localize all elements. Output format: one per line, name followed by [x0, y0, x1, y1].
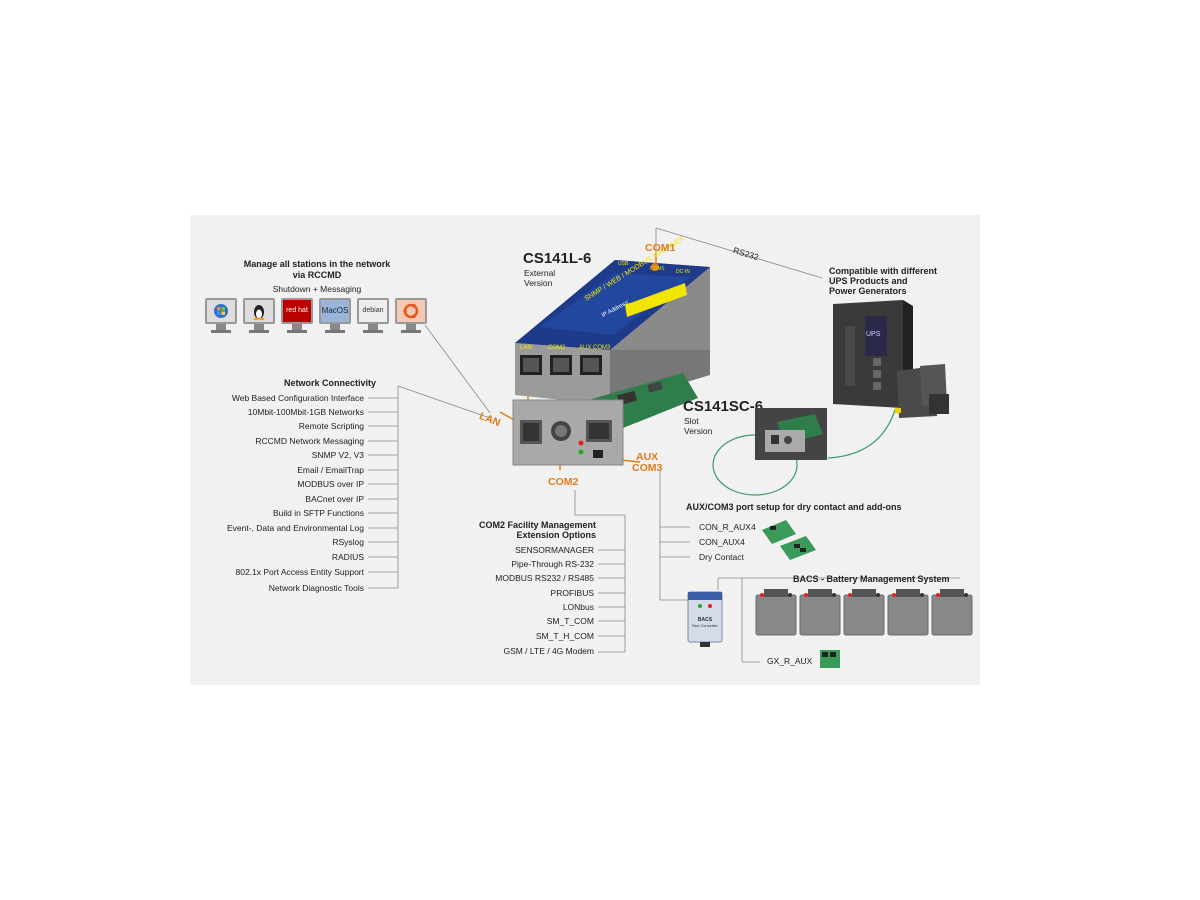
slot-device-line2: Version [684, 426, 713, 436]
device-port-aux: AUX COM3 [579, 345, 611, 351]
aux-bracket [659, 470, 690, 601]
network-item: Web Based Configuration Interface [231, 393, 364, 403]
com2-item: LONbus [562, 602, 594, 612]
external-device-line1: External [524, 268, 556, 278]
com2-bracket [574, 490, 626, 653]
rccmd-title-line1: Manage all stations in the network [243, 259, 391, 269]
aux-label: AUX [636, 451, 659, 463]
gx-aux-module [820, 650, 840, 668]
com2-title-line1: COM2 Facility Management [478, 520, 596, 530]
aux-item: Dry Contact [699, 552, 744, 562]
bacs-extra-item: GX_R_AUX [767, 656, 813, 666]
network-item: RCCMD Network Messaging [255, 436, 364, 446]
com2-item: SENSORMANAGER [515, 545, 594, 555]
external-device-name: CS141L-6 [523, 250, 592, 267]
redhat-icon: red hat [281, 298, 313, 333]
network-item: BACnet over IP [305, 494, 364, 504]
network-item: RADIUS [331, 552, 364, 562]
network-item: SNMP V2, V3 [311, 450, 364, 460]
bacs-title: BACS - Battery Management System [793, 574, 950, 584]
slot-card-callout-image [755, 408, 827, 460]
network-title: Network Connectivity [283, 378, 376, 388]
external-device-box [515, 260, 710, 405]
network-item: Event-, Data and Environmental Log [226, 523, 364, 533]
slot-device-name: CS141SC-6 [683, 398, 764, 415]
ups-cabinets [833, 300, 949, 418]
ups-title-line2: UPS Products and [829, 276, 908, 286]
external-device-line2: Version [524, 278, 553, 288]
com2-item: Pipe-Through RS-232 [511, 559, 594, 569]
device-top-usb: USB [618, 261, 629, 267]
debian-icon: debian [357, 298, 389, 333]
com2-item: PROFIBUS [550, 588, 594, 598]
network-item: Build in SFTP Functions [272, 508, 364, 518]
com2-item: SM_T_H_COM [535, 631, 594, 641]
device-port-com2: COM2 [548, 345, 566, 351]
network-item: 10Mbit-100Mbit-1GB Networks [247, 407, 364, 417]
aux-addon-boards [762, 520, 816, 560]
network-item: Email / EmailTrap [297, 465, 364, 475]
network-item: Network Diagnostic Tools [268, 583, 364, 593]
macos-icon: MacOS [319, 298, 351, 333]
bacs-batteries [755, 589, 973, 636]
macos-label: MacOS [321, 306, 349, 315]
ups-title-line3: Power Generators [829, 286, 907, 296]
device-top-dcin: DC-IN [676, 269, 690, 275]
com1-label: COM1 [645, 242, 676, 254]
network-item: 802.1x Port Access Entity Support [235, 567, 364, 577]
rccmd-line [424, 324, 491, 414]
network-item: RSyslog [332, 537, 364, 547]
ups-title-line1: Compatible with different [829, 266, 937, 276]
com2-label: COM2 [548, 476, 579, 488]
linux-tux-icon [243, 298, 275, 333]
redhat-label: red hat [286, 307, 308, 314]
device-top-com1: COM1 [650, 266, 665, 272]
rccmd-subtitle: Shutdown + Messaging [272, 284, 362, 294]
aux-item: CON_AUX4 [699, 537, 745, 547]
com2-item: MODBUS RS232 / RS485 [495, 573, 594, 583]
bacs-converter-line2: Bus Converter [692, 623, 718, 628]
com2-item: SM_T_COM [546, 616, 594, 626]
debian-label: debian [362, 307, 384, 314]
com2-title-line2: Extension Options [516, 530, 596, 540]
network-bracket [368, 385, 491, 589]
bacs-bus-converter [687, 591, 723, 647]
ups-badge: UPS [866, 331, 881, 338]
slot-device-board [512, 373, 698, 466]
com3-label: COM3 [632, 462, 663, 474]
com2-item: GSM / LTE / 4G Modem [503, 646, 594, 656]
aux-item: CON_R_AUX4 [699, 522, 756, 532]
rccmd-title-line2: via RCCMD [292, 270, 342, 280]
bacs-converter-line1: BACS [697, 617, 713, 623]
slot-device-line1: Slot [684, 416, 699, 426]
network-item: MODBUS over IP [297, 479, 364, 489]
aux-title: AUX/COM3 port setup for dry contact and … [686, 502, 902, 512]
device-port-lan: LAN [520, 345, 532, 351]
network-item: Remote Scripting [298, 421, 364, 431]
ubuntu-icon [395, 298, 427, 333]
windows-icon [205, 298, 237, 333]
